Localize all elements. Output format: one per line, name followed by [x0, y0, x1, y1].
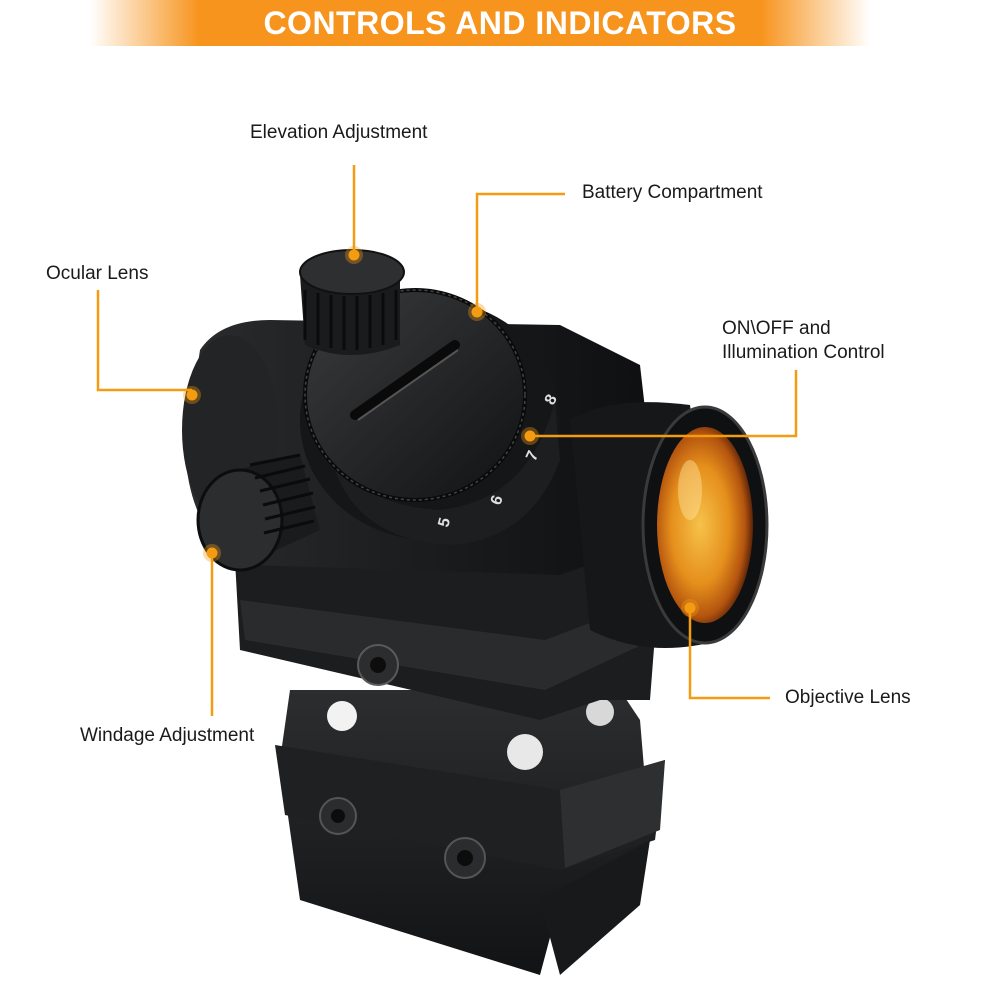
label-onoff-line2: Illumination Control: [722, 342, 885, 363]
label-battery-compartment: Battery Compartment: [582, 182, 763, 203]
label-windage-adjustment: Windage Adjustment: [80, 725, 255, 746]
windage-knob: [196, 453, 320, 572]
callout-lines: [96, 165, 798, 716]
label-ocular-lens: Ocular Lens: [46, 263, 149, 284]
onoff-callout-line: [530, 370, 798, 438]
ocular-callout-line: [96, 290, 192, 392]
battery-callout-line: [475, 192, 565, 312]
riser-mount: [275, 690, 665, 975]
dial-number-5: 5: [435, 516, 454, 529]
callout-dots: [183, 246, 699, 617]
label-elevation-adjustment: Elevation Adjustment: [250, 122, 428, 143]
label-objective-lens: Objective Lens: [785, 687, 911, 708]
banner-title: CONTROLS AND INDICATORS: [263, 5, 737, 41]
title-banner: [90, 0, 870, 46]
elevation-knob: [299, 249, 405, 355]
label-onoff-line1: ON\OFF and: [722, 318, 831, 339]
objective-tube: [570, 402, 769, 648]
objective-callout-line: [688, 610, 770, 700]
